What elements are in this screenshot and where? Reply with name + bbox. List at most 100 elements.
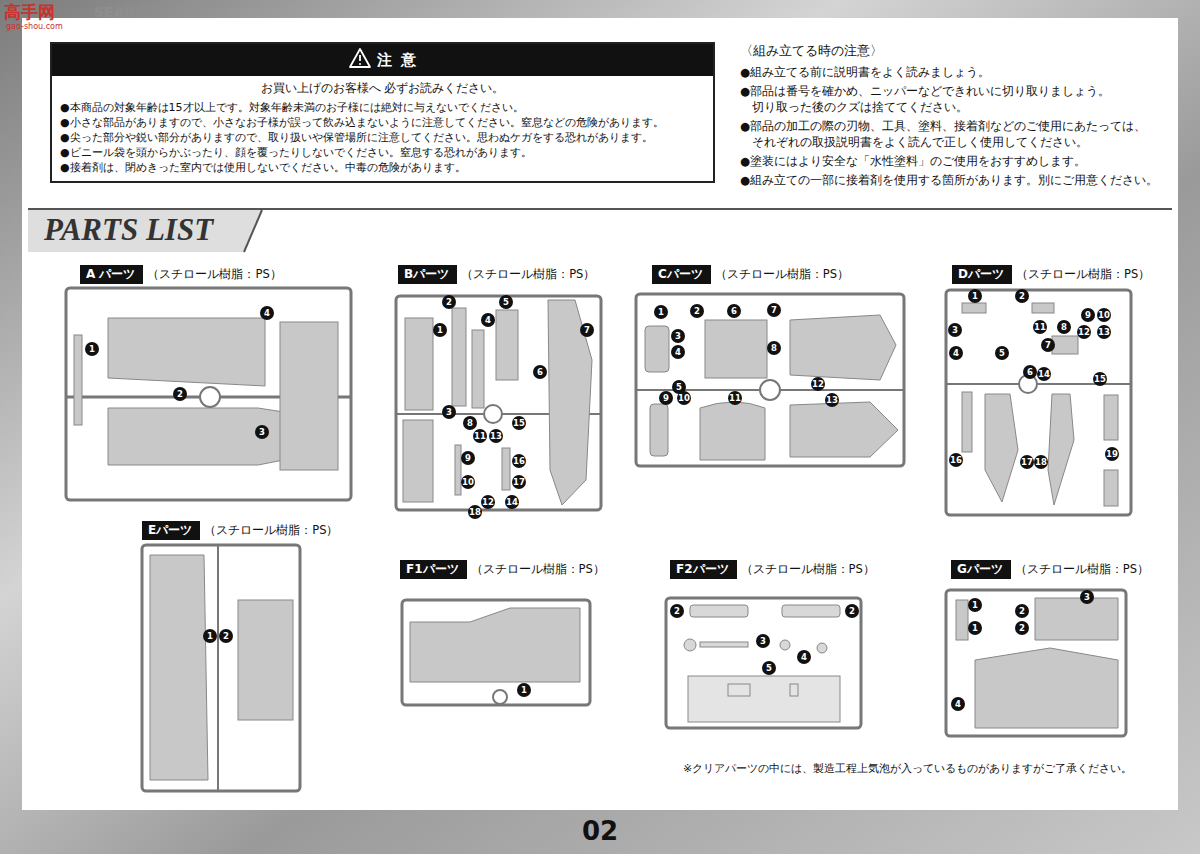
runner-label: Gパーツ（スチロール樹脂：PS） [951,557,1149,582]
callout-number: 11 [1033,320,1047,334]
callout-number: 13 [1097,325,1111,339]
callout-number: 1 [968,598,982,612]
callout-number: 2 [442,295,456,309]
part [496,310,518,380]
callout-number: 3 [442,405,456,419]
material-note: （スチロール樹脂：PS） [147,267,281,282]
runner-name: Cパーツ [652,265,711,284]
runner-label: A パーツ（スチロール樹脂：PS） [80,262,282,287]
callout-number: 3 [756,634,770,648]
callout-number: 7 [767,303,781,317]
part [280,322,338,470]
part [405,318,433,410]
runner-frame [142,545,300,791]
callout-number: 5 [995,346,1009,360]
part [472,330,484,408]
runner-label: F1パーツ（スチロール樹脂：PS） [400,557,605,582]
part [956,600,968,640]
part [1035,598,1118,640]
sprue-ring [760,380,780,400]
part [700,642,748,647]
caution-heading: 注 意 [52,44,713,76]
callout-number: 3 [1080,590,1094,604]
callout-number: 4 [949,346,963,360]
sprue-ring [484,405,502,423]
callout-number: 7 [1041,338,1055,352]
part [790,402,898,457]
watermark: SEARCH [94,4,157,20]
callout-number: 16 [949,453,963,467]
caution-item: ●本商品の対象年齢は15才以上です。対象年齢未満のお子様には絶対に与えないでくだ… [52,100,713,115]
callout-number: 15 [1093,372,1107,386]
callout-number: 10 [677,391,691,405]
part [1104,395,1118,440]
part [74,335,82,425]
callout-number: 9 [659,391,673,405]
callout-number: 6 [533,365,547,379]
material-note: （スチロール樹脂：PS） [1016,267,1150,282]
callout-number: 16 [512,454,526,468]
callout-number: 9 [461,451,475,465]
note-item: ●組み立ての一部に接着剤を使用する箇所があります。別にご用意ください。 [740,172,1172,188]
material-note: （スチロール樹脂：PS） [715,267,849,282]
band-edge [244,210,262,252]
runner-frame [946,290,1131,515]
callout-number: 1 [85,342,99,356]
sprue-ring [493,690,507,704]
callout-number: 5 [762,661,776,675]
callout-number: 2 [219,629,233,643]
runner-name: F1パーツ [400,560,467,579]
runner-label: Cパーツ （スチロール樹脂：PS） [652,262,849,287]
callout-number: 5 [499,295,513,309]
page-sheet [22,18,1178,810]
part [455,445,461,495]
callout-number: 12 [1077,325,1091,339]
callout-number: 2 [1015,621,1029,635]
heading-band [28,210,262,252]
part [1104,470,1118,506]
section-heading: PARTS LIST [44,212,213,248]
runner-name: F2パーツ [670,560,737,579]
callout-number: 17 [1020,455,1034,469]
note-item: ●部品の加工の際の刃物、工具、塗料、接着剤などのご使用にあたっては、 それぞれの… [740,118,1172,150]
callout-number: 3 [948,323,962,337]
assembly-notes: 〈組み立てる時の注意〉●組み立てる前に説明書をよく読みましょう。●部品は番号を確… [740,42,1172,191]
callout-number: 8 [463,416,477,430]
material-note: （スチロール樹脂：PS） [1015,562,1149,577]
part-detail [790,684,798,696]
part [790,315,896,380]
callout-number: 1 [203,629,217,643]
part [690,605,748,617]
callout-number: 19 [1105,447,1119,461]
caution-box: 注 意お買い上げのお客様へ 必ずお読みください。 ●本商品の対象年齢は15才以上で… [50,42,715,183]
part [975,648,1118,728]
callout-number: 10 [461,475,475,489]
part [985,394,1018,502]
part [782,605,840,617]
callout-number: 15 [512,416,526,430]
part [780,640,790,650]
part [1048,394,1074,505]
runner-frame [946,590,1126,736]
caution-item: ●接着剤は、閉めきった室内では使用しないでください。中毒の危険があります。 [52,160,713,175]
part-detail [728,684,750,696]
runner-name: Dパーツ [952,265,1012,284]
note-item: ●部品は番号を確かめ、ニッパーなどできれいに切り取りましょう。 切り取った後のク… [740,83,1172,115]
callout-number: 1 [968,621,982,635]
callout-number: 2 [173,387,187,401]
watermark: 高手网 [4,1,55,24]
callout-number: 1 [654,305,668,319]
notes-title: 〈組み立てる時の注意〉 [740,42,1172,60]
rule [28,208,1172,210]
watermark: gao-shou.com [6,22,63,31]
runner-name: Bパーツ [398,265,457,284]
callout-number: 4 [671,345,685,359]
callout-number: 6 [1023,365,1037,379]
caution-subtitle: お買い上げのお客様へ 必ずお読みください。 [52,80,713,97]
part [650,404,668,456]
caution-item: ●尖った部分や鋭い部分がありますので、取り扱いや保管場所に注意してください。思わ… [52,130,713,145]
callout-number: 4 [951,697,965,711]
callout-number: 11 [728,391,742,405]
callout-number: 18 [1034,455,1048,469]
part [1052,336,1078,354]
